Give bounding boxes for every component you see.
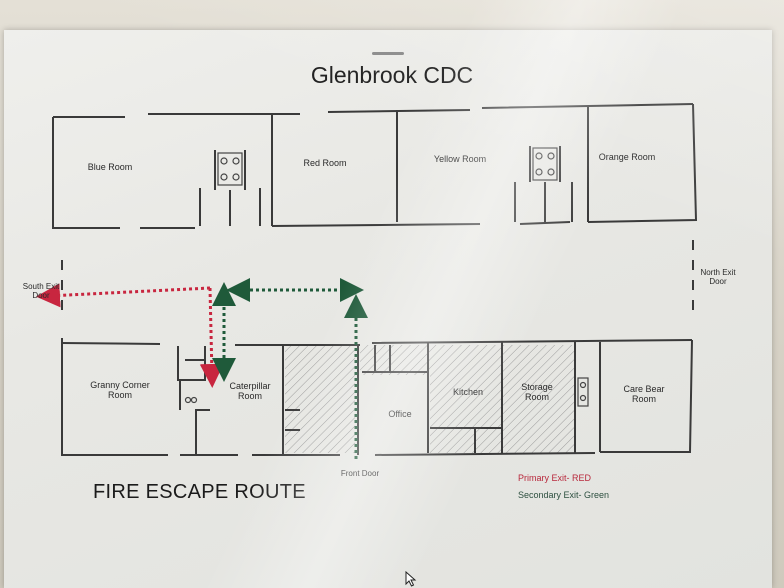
toilet-icon xyxy=(220,157,228,165)
secondary-route xyxy=(212,278,368,462)
hatch-storage xyxy=(502,345,575,453)
primary-route-to-south-exit xyxy=(36,283,211,308)
hatch-kitchen xyxy=(430,345,502,453)
wall-bottom-left xyxy=(61,338,340,456)
toilet-icon xyxy=(184,396,192,404)
mouse-pointer-icon xyxy=(405,571,417,587)
wall-top-outer xyxy=(53,103,694,118)
room-label-caterpillar: Caterpillar Room xyxy=(229,381,271,401)
room-label-red: Red Room xyxy=(303,158,347,168)
wall-top-left xyxy=(52,117,120,229)
wall-bath2 xyxy=(514,146,573,222)
toilet-icon xyxy=(579,394,587,402)
wall-granny-bath xyxy=(177,346,210,411)
room-label-orange: Orange Room xyxy=(598,152,656,162)
wall-top-right xyxy=(587,103,698,223)
page-title: Glenbrook CDC xyxy=(310,62,474,88)
toilet-block-2 xyxy=(532,147,558,181)
toilet-icon xyxy=(190,396,198,404)
wall-bath-stalls xyxy=(285,409,300,431)
room-label-office: Office xyxy=(388,409,412,419)
wall-kitchen-inner xyxy=(430,427,502,453)
legend-primary-exit: Primary Exit- RED xyxy=(518,473,592,483)
room-label-blue: Blue Room xyxy=(87,162,133,172)
walls xyxy=(52,103,698,456)
door-label-south-exit: South Exit Door xyxy=(22,282,60,300)
room-label-storage: Storage Room xyxy=(521,382,553,402)
room-label-carebear: Care Bear Room xyxy=(623,384,665,404)
toilet-block-1 xyxy=(217,152,243,186)
toilet-icon xyxy=(547,152,555,160)
toilet-icon xyxy=(535,168,543,176)
toilet-icon xyxy=(579,381,587,389)
wall-office-inner xyxy=(362,345,428,373)
fixtures xyxy=(184,147,589,407)
wall-bottom-right xyxy=(374,339,693,456)
toilet-icon xyxy=(535,152,543,160)
door-label-north-exit: North Exit Door xyxy=(700,268,736,286)
wall-bath1 xyxy=(199,150,261,226)
room-label-granny: Granny Corner Room xyxy=(90,380,150,400)
wall-top-bottom xyxy=(140,221,571,229)
posted-sheet xyxy=(4,30,772,588)
hatch-office-top xyxy=(360,345,430,375)
wall-bottom-top xyxy=(61,339,693,346)
toilet-icon xyxy=(232,173,240,181)
room-label-kitchen: Kitchen xyxy=(452,387,484,397)
primary-route xyxy=(36,283,224,388)
hanging-tab xyxy=(372,52,404,55)
toilet-icon xyxy=(547,168,555,176)
toilet-block-3 xyxy=(577,377,589,407)
room-label-yellow: Yellow Room xyxy=(433,154,487,164)
primary-route-from-caterpillar xyxy=(199,287,224,388)
toilet-icon xyxy=(220,173,228,181)
legend-secondary-exit: Secondary Exit- Green xyxy=(518,490,610,500)
door-label-front: Front Door xyxy=(340,469,380,478)
fire-escape-route-heading: FIRE ESCAPE ROUTE xyxy=(93,481,306,503)
toilet-icon xyxy=(232,157,240,165)
hatched-areas xyxy=(285,345,575,453)
hatch-bathroom xyxy=(285,345,355,453)
